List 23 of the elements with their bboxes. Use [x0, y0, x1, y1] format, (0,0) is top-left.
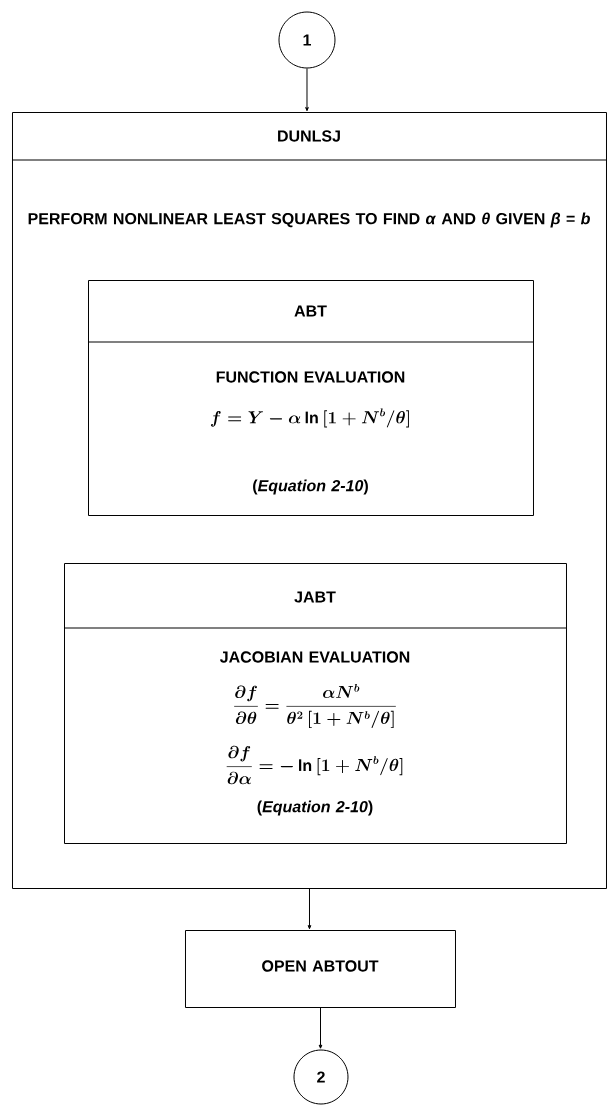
- connector-number: 1: [303, 34, 311, 46]
- equation: $\frac{\partial f}{\partial\alpha} = -\,\mathrm{ln}\,[1 + N^{b}/\theta]$: [226, 745, 403, 785]
- arrow: [305, 68, 309, 112]
- process-box: [87, 280, 534, 516]
- equation: $f = Y - \alpha\,\mathrm{ln}\,[1 + N^{b}/\theta]$: [210, 408, 409, 428]
- box-label: OPEN ABTOUT: [262, 960, 379, 972]
- arrow: [307, 888, 312, 930]
- equation-reference: (Equation 2-10): [257, 800, 373, 816]
- connector-circle: [293, 1049, 349, 1105]
- equation-reference: (Equation 2-10): [253, 479, 368, 495]
- process-box: [185, 930, 456, 1008]
- process-box: [63, 563, 567, 844]
- process-box: [11, 112, 607, 889]
- arrow: [318, 1007, 323, 1049]
- box-heading: JABT: [294, 591, 336, 603]
- equation: $\frac{\partial f}{\partial\theta} = \frac{\alpha N^{b}}{\theta^{2}\,[1 + N^{b}/\theta]}$: [234, 683, 396, 729]
- connector-number: 2: [317, 1071, 325, 1083]
- box-heading: DUNLSJ: [278, 130, 340, 142]
- box-heading: ABT: [294, 305, 327, 317]
- connector-circle: [278, 11, 336, 69]
- box-title: FUNCTION EVALUATION: [216, 371, 405, 383]
- description-text: PERFORM NONLINEAR LEAST SQUARES TO FIND α AND θ GIVEN β = b: [28, 212, 590, 228]
- box-title: JACOBIAN EVALUATION: [219, 651, 410, 663]
